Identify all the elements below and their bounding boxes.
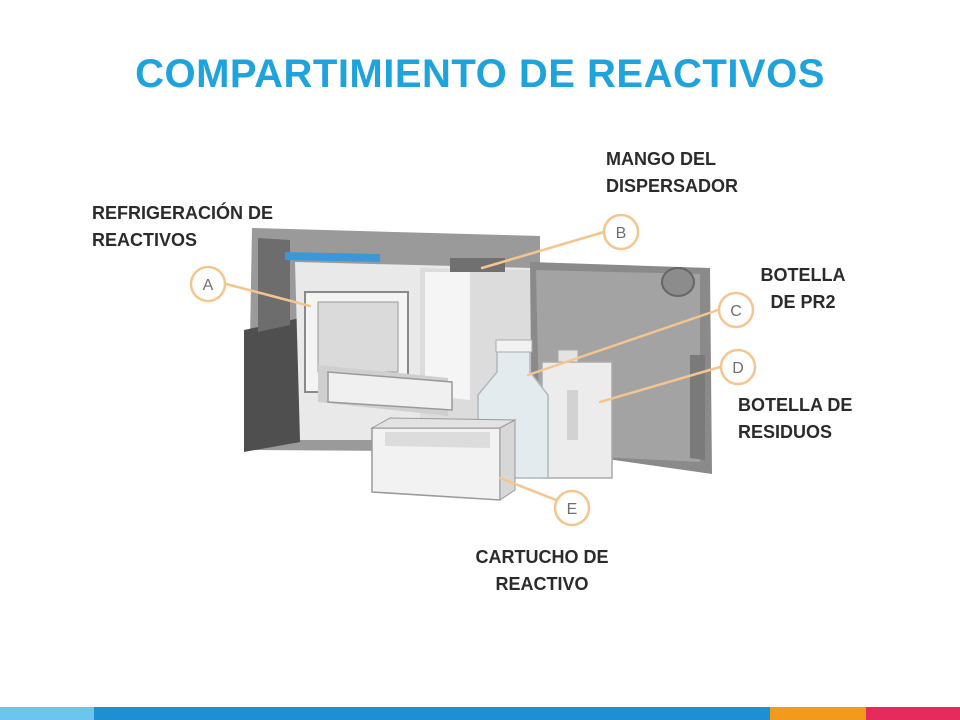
callout-line-a (224, 282, 312, 308)
instrument-illustration (244, 228, 712, 501)
callout-e: E (553, 489, 591, 527)
callout-letter-e: E (567, 501, 578, 518)
footer-bar-pink (866, 707, 960, 720)
callout-b: B (602, 213, 640, 251)
label-pr2-bottle: BOTELLA DE PR2 (760, 265, 846, 312)
label-waste-bottle: BOTELLA DE RESIDUOS (738, 395, 853, 442)
callout-letter-a: A (203, 277, 214, 294)
footer-bar-orange (770, 707, 866, 720)
label-reagent-chiller: REFRIGERACIÓN DE REACTIVOS (92, 203, 274, 250)
callout-line-c (526, 308, 720, 377)
footer-bar-blue (94, 707, 770, 720)
label-reagent-cartridge: CARTUCHO DE REACTIVO (475, 547, 609, 594)
callout-letter-b: B (616, 225, 627, 242)
footer-bar-light-blue (0, 707, 94, 720)
callout-c: C (717, 291, 755, 329)
callout-line-e (498, 476, 558, 502)
callout-d: D (719, 348, 757, 386)
label-sipper-handle: MANGO DEL DISPERSADOR (606, 149, 739, 196)
callout-line-d (598, 365, 722, 404)
page-title: COMPARTIMIENTO DE REACTIVOS (135, 52, 825, 96)
callout-letter-d: D (732, 360, 744, 377)
callout-a: A (189, 265, 227, 303)
callout-line-b (480, 230, 606, 270)
callout-letter-c: C (730, 303, 742, 320)
